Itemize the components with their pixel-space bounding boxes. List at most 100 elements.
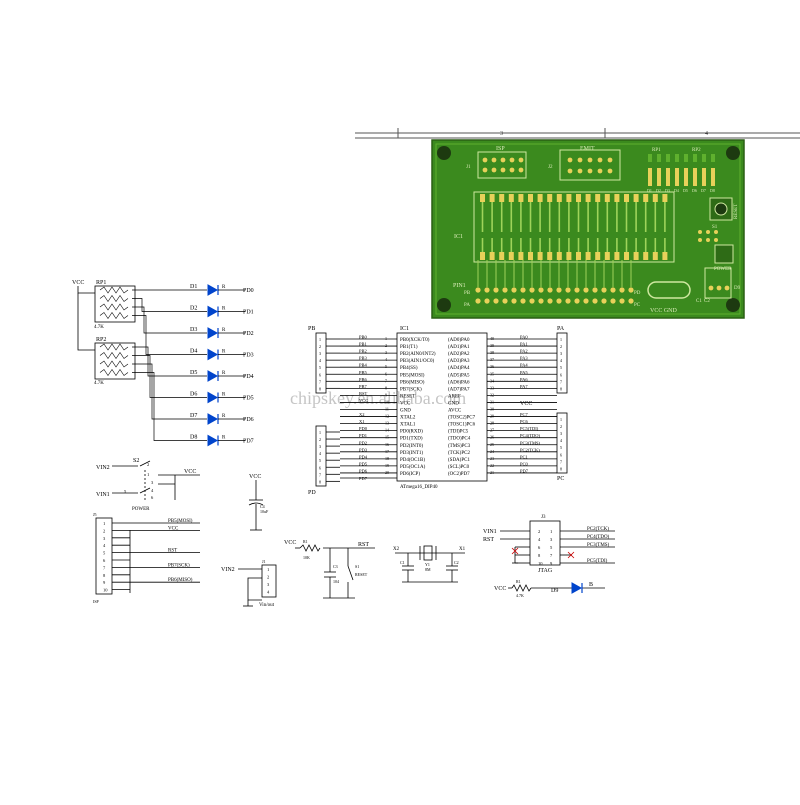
isp-net-label: PB5(MOSI) xyxy=(168,519,193,524)
pcb-pad xyxy=(633,252,639,260)
ic1-pin-number: 36 xyxy=(490,364,494,369)
pcb-misc-pad xyxy=(698,238,702,242)
d9-r: R1 xyxy=(516,579,521,584)
pcb-emit-pad xyxy=(587,157,593,163)
ic1-pin-name: (SCL)PC0 xyxy=(448,465,470,470)
jtag-net-label: PC2(TCK) xyxy=(587,527,609,532)
pcb-led-label: D8 xyxy=(710,188,715,193)
power-pin-number: 1 xyxy=(147,472,149,477)
pd-header-pin: 3 xyxy=(319,444,321,449)
ic1-pin-name: (AD3)PA3 xyxy=(448,359,470,364)
reset-r: R1 xyxy=(303,539,308,544)
c4-name: C4 xyxy=(260,504,265,509)
led-diode xyxy=(207,391,219,404)
pc-header-pin: 6 xyxy=(560,452,562,457)
vinout-pin-number: 2 xyxy=(267,575,269,580)
pcb-misc-pad xyxy=(698,230,702,234)
power-vin1-label: VIN1 xyxy=(96,492,110,498)
crystal-c1: C1 xyxy=(400,560,405,565)
pcb-pad xyxy=(566,252,572,260)
pcb-resistor-pad xyxy=(711,154,715,162)
pcb-header-pad xyxy=(601,298,607,304)
isp-pin-number: 7 xyxy=(103,565,106,570)
pa-header-pin: 5 xyxy=(560,365,562,370)
ic1-pin-name: PB0(XCK/T0) xyxy=(400,338,430,343)
pcb-led-pad xyxy=(666,168,670,186)
pcb-emit-pad xyxy=(587,168,593,174)
pcb-pad xyxy=(576,194,581,202)
led-name: D2 xyxy=(190,306,197,312)
pcb-pad xyxy=(489,194,495,202)
pcb-header-pad xyxy=(493,298,499,304)
pa-header-pin: 4 xyxy=(560,358,562,363)
pb-header-pin: 6 xyxy=(319,372,321,377)
pcb-isp-pad xyxy=(482,157,488,163)
ic1-left-net: PB6 xyxy=(359,377,368,382)
power-vin2-label: VIN2 xyxy=(96,465,110,471)
rp1-label: RP1 xyxy=(96,280,106,286)
resistor-element xyxy=(99,303,129,311)
vinout-wires xyxy=(238,568,262,607)
jtag-wires xyxy=(500,530,530,564)
ic1-pin-name: VCC xyxy=(400,401,411,406)
pcb-misc-pad xyxy=(714,238,718,242)
pcb-pad xyxy=(480,194,485,202)
crystal-y: Y1 xyxy=(425,562,430,567)
ic1-pin-name: PD3(INT1) xyxy=(400,451,423,456)
power-pin-number: 3 xyxy=(151,480,154,485)
pcb-header-pad xyxy=(529,298,535,304)
pcb-power-pad xyxy=(716,285,722,291)
pc-header-pin: 3 xyxy=(560,431,562,436)
watermark: chipskey.en.alibaba.com xyxy=(290,388,466,408)
ic1-right-net: PC1 xyxy=(520,454,528,459)
pb-header-pin: 2 xyxy=(319,344,321,349)
ic1-left-net: PD1 xyxy=(359,433,367,438)
power-pin-number: 6 xyxy=(151,495,154,500)
jtag-pin-right: 3 xyxy=(550,537,553,542)
pc-header-body xyxy=(556,412,568,474)
isp-pin-number: 8 xyxy=(103,573,106,578)
isp-name: J5 xyxy=(93,512,97,517)
ic1-pin-number: 22 xyxy=(490,463,494,468)
d9-b: B xyxy=(589,582,593,588)
pcb-led-pad xyxy=(693,168,697,186)
pcb-label-pa: PA xyxy=(464,303,470,308)
ic1-pin-number: 6 xyxy=(385,371,387,376)
ic1-pin-number: 34 xyxy=(490,378,494,383)
ic1-pin-name: PB6(MISO) xyxy=(400,380,425,385)
ic1-pin-number: 4 xyxy=(385,357,387,362)
ic1-right-net: PD7 xyxy=(520,468,529,473)
crystal-x1: X1 xyxy=(459,547,466,552)
pd-header-body xyxy=(315,425,327,487)
pcb-pad xyxy=(518,252,524,260)
pcb-emit-pad xyxy=(577,168,583,174)
led-r-label: R xyxy=(222,393,226,398)
ic1-pin-number: 21 xyxy=(490,470,494,475)
ic1-pin-number: 9 xyxy=(385,392,387,397)
pcb-pad xyxy=(537,194,543,202)
pcb-label-isp: ISP xyxy=(496,146,505,152)
pcb-header-pad xyxy=(601,287,607,293)
ic1-pin-number: 31 xyxy=(490,399,494,404)
isp-label: ISP xyxy=(93,599,100,604)
pcb-header-pad xyxy=(538,298,544,304)
pcb-pad xyxy=(518,194,524,202)
ic1-right-net: PA3 xyxy=(520,356,528,361)
crystal-yv: 8M xyxy=(425,567,431,572)
led-wire xyxy=(132,346,207,377)
ic1-pin-name: PB1(T1) xyxy=(400,345,418,350)
d9-name: D9 xyxy=(551,588,558,594)
resistor-element xyxy=(99,286,129,294)
power-label: POWER xyxy=(132,507,150,512)
ic1-pin-number: 35 xyxy=(490,371,494,376)
pd-header-pin: 2 xyxy=(319,437,321,442)
pcb-header-pad xyxy=(619,298,625,304)
led-name: D6 xyxy=(190,392,197,398)
pcb-pad xyxy=(508,194,514,202)
ic1-pin-name: (TOSC1)PC6 xyxy=(448,423,476,428)
ic1-pin-name: PD4(OC1B) xyxy=(400,458,425,463)
